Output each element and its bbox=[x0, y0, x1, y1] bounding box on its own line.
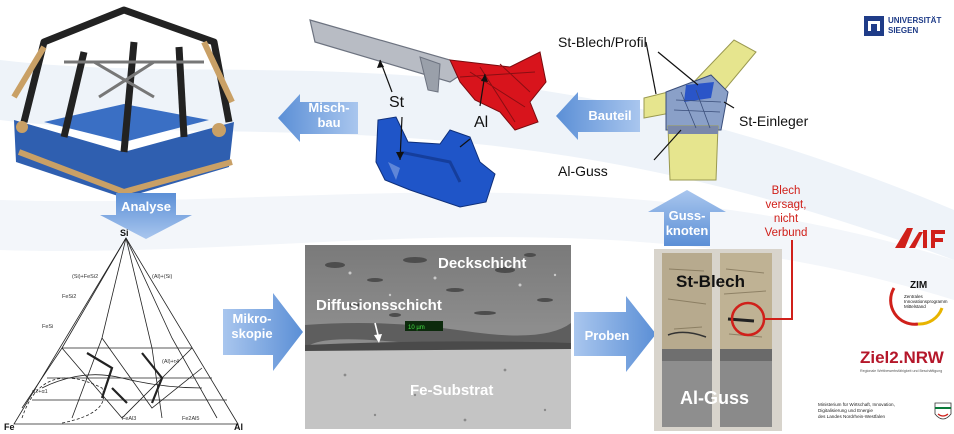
svg-text:(Al)+τ4: (Al)+τ4 bbox=[162, 359, 179, 365]
zim-title: ZIM bbox=[910, 280, 928, 291]
label-al: Al bbox=[474, 114, 489, 131]
uni-siegen-line1: UNIVERSITÄT bbox=[888, 16, 942, 25]
failure-callout bbox=[730, 240, 793, 337]
uni-siegen-logo: UNIVERSITÄT SIEGEN bbox=[864, 14, 952, 38]
micro-scale-label: 10 µm bbox=[408, 325, 425, 331]
label-fe-substrat: Fe-Substrat bbox=[410, 382, 494, 399]
nrw-coat-of-arms-icon bbox=[934, 402, 952, 420]
zim-ring-icon bbox=[889, 287, 944, 326]
zim-subtitle: Zentrales Innovationsprogramm Mittelstan… bbox=[904, 294, 948, 309]
uni-siegen-icon bbox=[864, 16, 884, 36]
label-al-guss-callout: Al-Guss bbox=[558, 163, 608, 179]
arrow-mischbau bbox=[278, 94, 358, 142]
svg-text:FeAl3: FeAl3 bbox=[122, 416, 136, 422]
svg-text:α2+α1: α2+α1 bbox=[32, 389, 48, 395]
ministerium-text: Ministerium für Wirtschaft, Innovation, … bbox=[818, 402, 895, 419]
label-al-guss-sample: Al-Guss bbox=[680, 388, 750, 408]
label-mischbau: Misch- bau bbox=[308, 100, 350, 130]
ministerium-logo: Ministerium für Wirtschaft, Innovation, … bbox=[818, 402, 954, 432]
arrow-analyse bbox=[100, 193, 192, 239]
label-deckschicht: Deckschicht bbox=[438, 255, 527, 272]
svg-text:FeSi2: FeSi2 bbox=[62, 294, 76, 300]
label-bauteil: Bauteil bbox=[588, 108, 632, 123]
arrow-gussknoten bbox=[648, 190, 726, 246]
label-mikroskopie: Mikro- skopie bbox=[231, 311, 273, 341]
car-body-image bbox=[11, 6, 235, 198]
label-diffusionsschicht: Diffusionsschicht bbox=[316, 297, 442, 314]
svg-text:Fe2Al5: Fe2Al5 bbox=[182, 416, 199, 422]
label-st-einleger: St-Einleger bbox=[739, 113, 809, 129]
aif-logo bbox=[893, 226, 949, 250]
label-gussknoten: Guss- knoten bbox=[665, 208, 709, 238]
aif-icon bbox=[895, 228, 945, 248]
arrow-mikroskopie bbox=[223, 293, 303, 371]
arrow-bauteil bbox=[556, 92, 640, 140]
phase-label-fe: Fe bbox=[4, 422, 15, 432]
svg-text:(Si)+FeSi2: (Si)+FeSi2 bbox=[72, 274, 98, 280]
phase-label-si: Si bbox=[120, 228, 129, 238]
cast-node-image bbox=[643, 39, 757, 181]
phase-label-al: Al bbox=[234, 422, 243, 432]
label-st: St bbox=[389, 94, 405, 111]
micrograph-image: 10 µm bbox=[305, 245, 571, 429]
samples-photo bbox=[654, 249, 782, 431]
svg-text:(Al)+(Si): (Al)+(Si) bbox=[152, 274, 172, 280]
label-blech-note: Blech versagt, nicht Verbund bbox=[764, 185, 808, 239]
label-analyse: Analyse bbox=[121, 199, 171, 214]
svg-text:FeSi: FeSi bbox=[42, 324, 53, 330]
label-proben: Proben bbox=[584, 328, 630, 343]
uni-siegen-line2: SIEGEN bbox=[888, 26, 919, 35]
label-st-blech-profil: St-Blech/Profil bbox=[558, 34, 647, 50]
label-st-blech: St-Blech bbox=[676, 272, 745, 291]
arrow-proben bbox=[574, 296, 656, 372]
zim-logo: ZIM Zentrales Innovationsprogramm Mittel… bbox=[884, 278, 952, 328]
ziel2-title: Ziel2.NRW bbox=[860, 348, 944, 367]
hybrid-part-image bbox=[309, 19, 547, 208]
ziel2-subtitle: Regionale Wettbewerbsfähigkeit und Besch… bbox=[860, 369, 943, 373]
ziel2-logo: Ziel2.NRW Regionale Wettbewerbsfähigkeit… bbox=[860, 348, 952, 378]
